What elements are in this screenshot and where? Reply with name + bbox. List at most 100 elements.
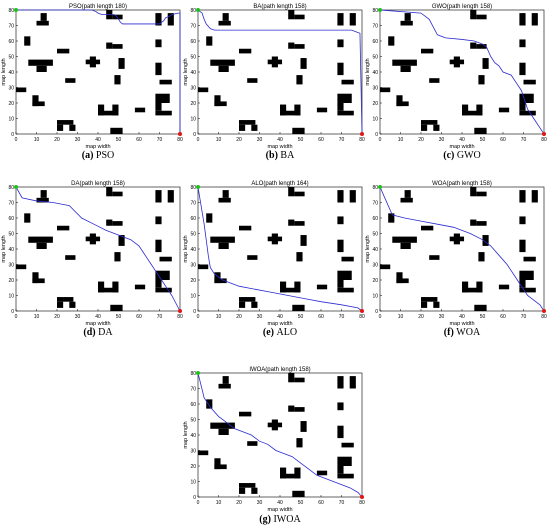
obstacle — [271, 56, 278, 68]
y-tick-label: 60 — [8, 39, 14, 45]
path-line — [379, 9, 545, 135]
y-tick-label: 10 — [8, 293, 14, 299]
obstacle — [341, 442, 354, 448]
obstacle — [294, 221, 305, 226]
obstacle — [57, 120, 74, 125]
obstacle — [28, 59, 53, 66]
obstacle — [380, 264, 391, 270]
obstacle — [294, 104, 301, 116]
obstacle — [280, 110, 301, 116]
y-tick-label: 70 — [372, 200, 378, 206]
y-tick-label: 50 — [8, 54, 14, 60]
obstacle — [294, 281, 301, 293]
obstacle — [32, 95, 39, 107]
y-tick-label: 60 — [190, 216, 196, 222]
obstacle — [112, 191, 123, 197]
obstacle — [337, 376, 344, 389]
y-tick-label: 40 — [190, 70, 196, 76]
y-tick-label: 20 — [190, 464, 196, 470]
obstacle — [214, 464, 227, 470]
obstacle — [478, 252, 485, 262]
y-tick-label: 30 — [372, 262, 378, 268]
obstacle — [114, 252, 121, 262]
y-tick-label: 10 — [372, 293, 378, 299]
x-tick-label: 60 — [500, 137, 506, 143]
obstacle — [218, 428, 229, 435]
goal-point — [178, 309, 182, 313]
obstacle — [498, 284, 510, 290]
obstacle — [155, 239, 162, 253]
goal-point — [178, 132, 182, 136]
y-tick-label: 80 — [190, 371, 196, 377]
obstacle — [294, 467, 301, 479]
obstacle — [239, 411, 252, 417]
caption-name: BA — [280, 150, 295, 161]
x-tick-label: 40 — [277, 314, 283, 320]
x-tick-label: 30 — [257, 500, 263, 506]
x-tick-label: 70 — [521, 137, 527, 143]
obstacle — [206, 36, 213, 46]
obstacle — [134, 107, 146, 113]
obstacle — [214, 95, 221, 107]
chart-title: ALO(path length 164) — [251, 181, 308, 187]
obstacle — [280, 473, 301, 479]
y-tick-label: 60 — [372, 39, 378, 45]
obstacle — [337, 280, 344, 288]
panel-caption: (e) ALO — [263, 327, 297, 338]
x-tick-label: 0 — [197, 314, 200, 320]
obstacle — [222, 190, 229, 198]
obstacle — [396, 278, 409, 284]
start-point — [196, 8, 200, 12]
obstacle — [155, 216, 162, 225]
caption-name: ALO — [277, 327, 298, 338]
obstacle — [155, 39, 162, 48]
x-tick-label: 80 — [359, 137, 365, 143]
y-tick-label: 30 — [8, 85, 14, 91]
y-tick-label: 50 — [372, 54, 378, 60]
y-tick-label: 20 — [190, 278, 196, 284]
obstacle — [155, 287, 172, 293]
obstacle — [69, 301, 76, 308]
y-tick-label: 80 — [372, 185, 378, 191]
path-line — [197, 372, 363, 498]
y-tick-label: 0 — [11, 309, 14, 315]
y-tick-label: 20 — [8, 278, 14, 284]
obstacle — [523, 256, 536, 262]
x-tick-label: 30 — [439, 314, 445, 320]
obstacle — [280, 467, 287, 479]
y-tick-label: 0 — [375, 132, 378, 138]
x-tick-label: 10 — [34, 314, 40, 320]
obstacle — [214, 278, 227, 284]
y-tick-label: 50 — [190, 417, 196, 423]
y-tick-label: 80 — [190, 185, 196, 191]
obstacle — [421, 120, 438, 125]
obstacle — [198, 87, 209, 93]
obstacle — [247, 255, 258, 260]
obstacle — [247, 78, 258, 83]
caption-letter: (c) — [443, 150, 457, 161]
path-line — [379, 186, 545, 312]
x-tick-label: 30 — [75, 137, 81, 143]
obstacle — [280, 287, 301, 293]
obstacle — [106, 219, 113, 226]
caption-name: WOA — [456, 327, 481, 338]
obstacle — [159, 79, 172, 85]
obstacle — [251, 487, 258, 494]
obstacle — [519, 239, 526, 253]
x-tick-label: 70 — [157, 137, 163, 143]
obstacle — [404, 190, 411, 198]
x-tick-label: 80 — [177, 137, 183, 143]
x-tick-label: 0 — [15, 137, 18, 143]
obstacle — [106, 187, 113, 197]
obstacle — [155, 110, 172, 116]
obstacle — [155, 62, 162, 76]
obstacle — [40, 190, 47, 198]
start-point — [14, 8, 18, 12]
x-tick-label: 20 — [418, 137, 424, 143]
obstacle — [337, 103, 344, 111]
obstacle — [531, 190, 538, 203]
x-tick-label: 30 — [257, 137, 263, 143]
y-tick-label: 50 — [190, 54, 196, 60]
